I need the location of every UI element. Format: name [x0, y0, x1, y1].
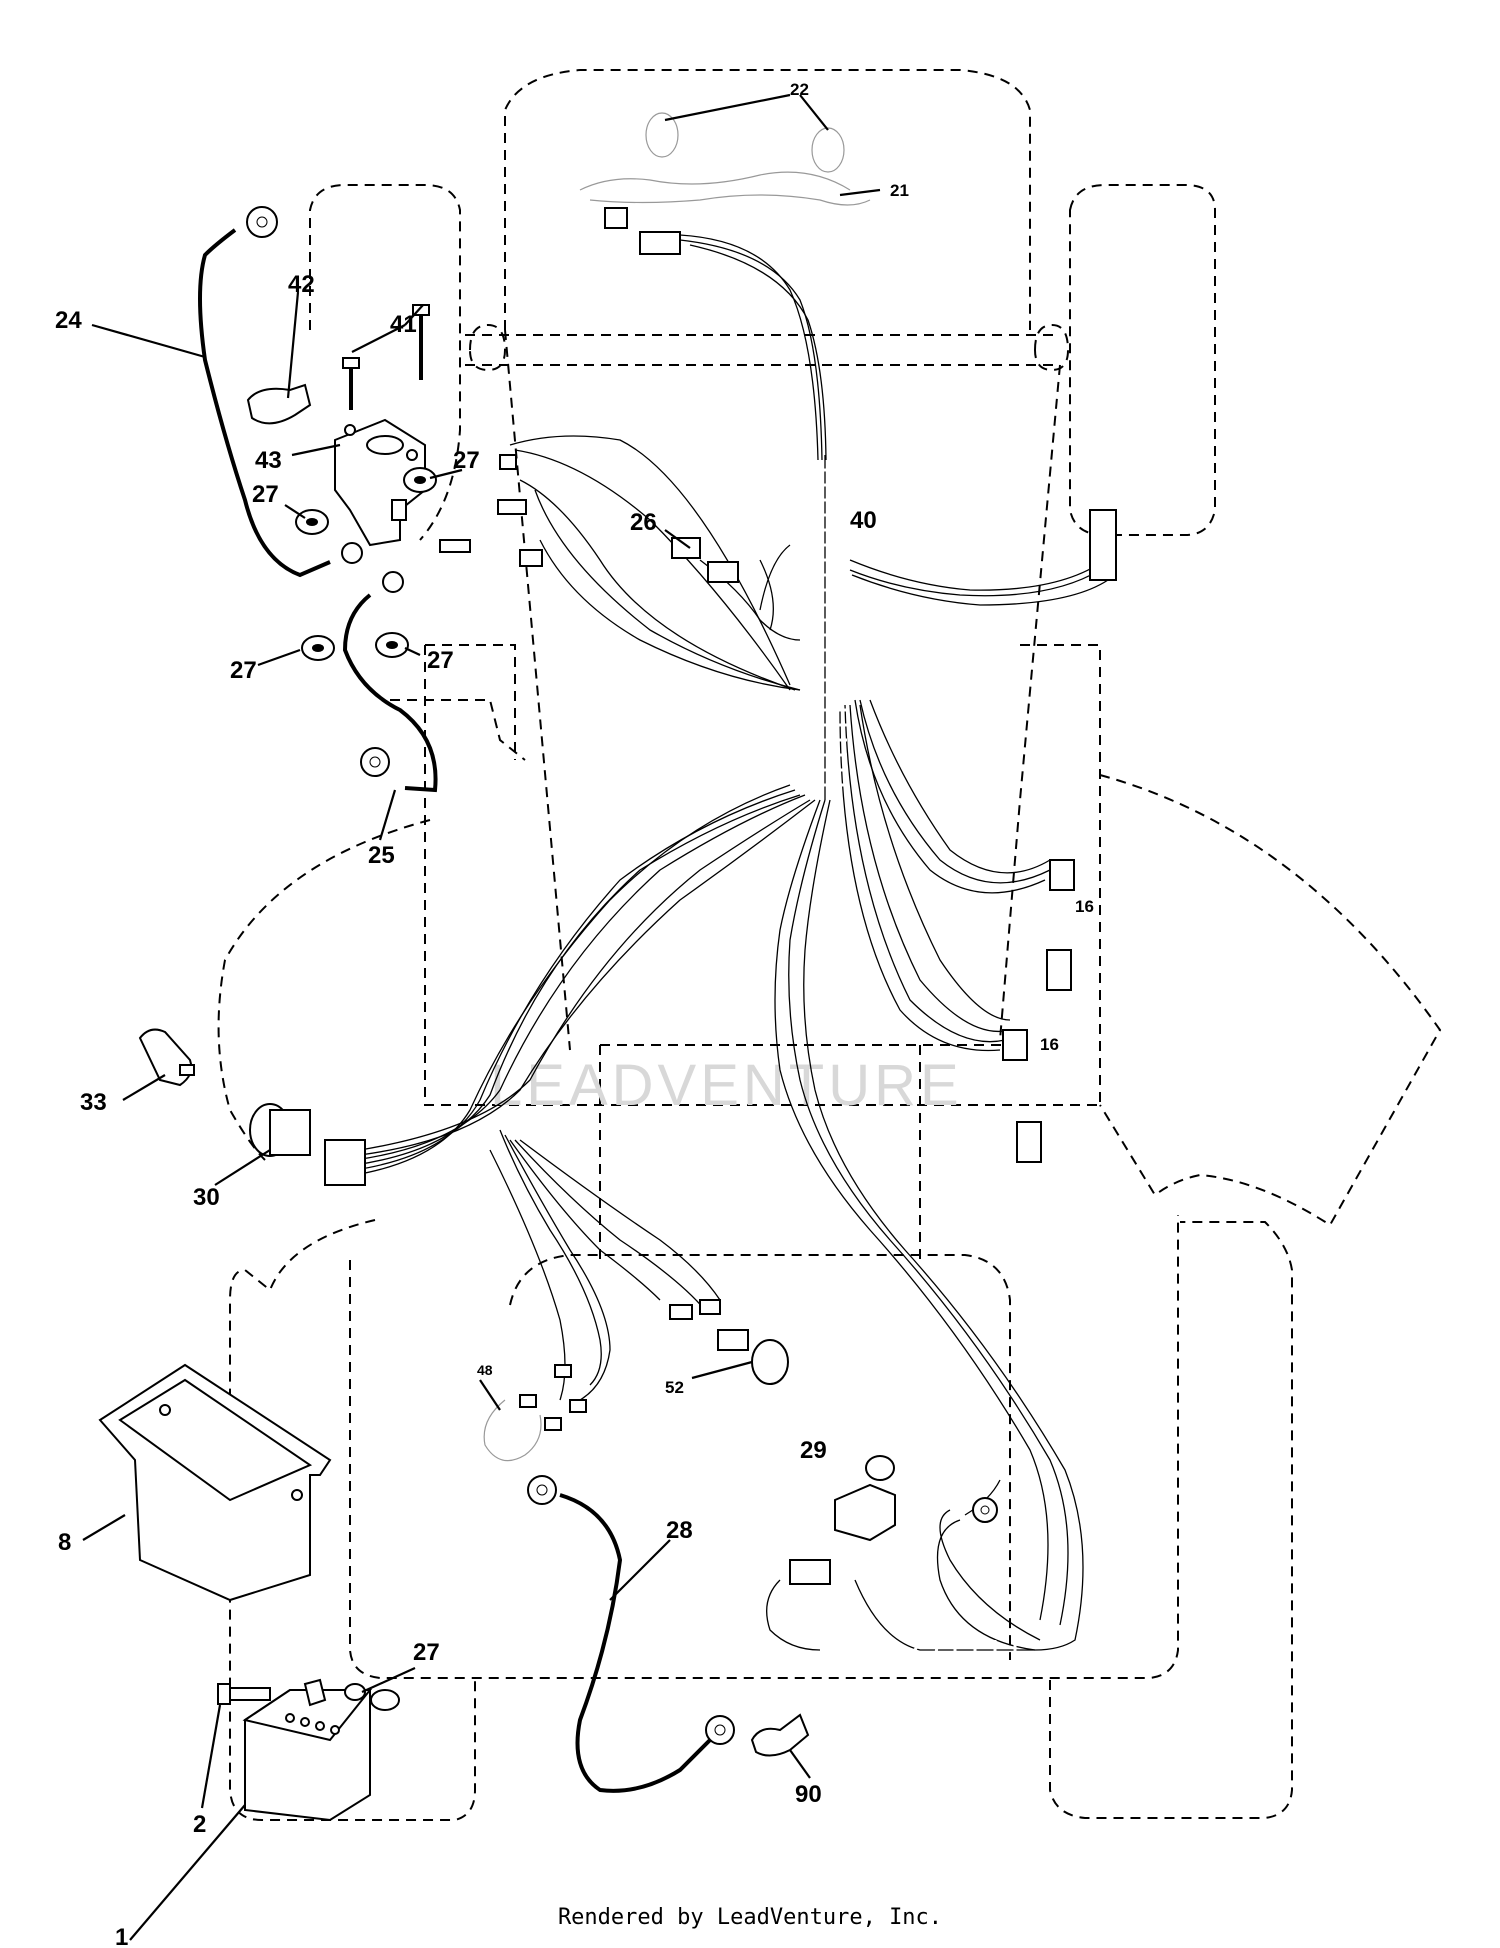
callout-1: 1	[115, 1924, 128, 1948]
watermark: LEADVENTURE	[490, 1053, 963, 1118]
callout-48: 48	[477, 1362, 493, 1378]
coiled-cord	[854, 1579, 1035, 1661]
boot-42	[246, 383, 312, 425]
callout-25: 25	[368, 842, 395, 869]
cable-25	[342, 593, 438, 793]
boot-90	[750, 1713, 810, 1757]
callout-40: 40	[850, 507, 877, 534]
callout-90: 90	[795, 1781, 822, 1808]
bolts-41	[342, 304, 430, 410]
callout-16-upper: 16	[1075, 897, 1094, 916]
seat-switch-29	[834, 1455, 896, 1542]
callout-52: 52	[665, 1378, 684, 1397]
callout-43: 43	[255, 447, 282, 474]
harness-loom-40	[803, 455, 847, 800]
callout-29: 29	[800, 1437, 827, 1464]
battery-cables	[198, 228, 722, 1793]
callout-2: 2	[193, 1811, 206, 1838]
battery-1	[242, 1689, 400, 1822]
bolt-2	[217, 1683, 271, 1705]
callout-41: 41	[390, 311, 417, 338]
callout-28: 28	[666, 1517, 693, 1544]
callout-30: 30	[193, 1184, 220, 1211]
chassis-outlines	[217, 69, 1442, 1821]
callout-27-battery: 27	[413, 1639, 440, 1666]
callout-21: 21	[890, 181, 909, 200]
callout-42: 42	[288, 271, 315, 298]
nuts-27	[295, 467, 437, 661]
battery-box-8	[98, 1363, 332, 1602]
callout-27-left: 27	[252, 481, 279, 508]
key-33	[138, 1028, 195, 1087]
solenoid-43	[334, 418, 426, 547]
callout-labels: 22 21 24 42 41 43 27 27 26 40 27 27 25 1…	[55, 80, 1094, 1948]
callout-22: 22	[790, 80, 809, 99]
headlight-harness-21-22	[579, 112, 871, 206]
rendered-by-footer: Rendered by LeadVenture, Inc.	[557, 1905, 943, 1930]
callout-27-lower-left: 27	[230, 657, 257, 684]
callout-16-lower: 16	[1040, 1035, 1059, 1054]
callout-26: 26	[630, 509, 657, 536]
connectors	[439, 207, 1117, 1585]
harness-wires	[354, 234, 1109, 1651]
callout-27-lower-right: 27	[427, 647, 454, 674]
cable-24	[198, 228, 331, 578]
ignition-switch-30	[249, 1103, 366, 1186]
callout-24: 24	[55, 307, 82, 334]
callout-27-right: 27	[453, 447, 480, 474]
hold-down-27	[303, 1678, 366, 1707]
cable-28	[559, 1493, 722, 1793]
callout-8: 8	[58, 1529, 71, 1556]
callout-33: 33	[80, 1089, 107, 1116]
ring-terminals	[246, 206, 998, 1745]
leader-lines	[82, 93, 881, 1941]
